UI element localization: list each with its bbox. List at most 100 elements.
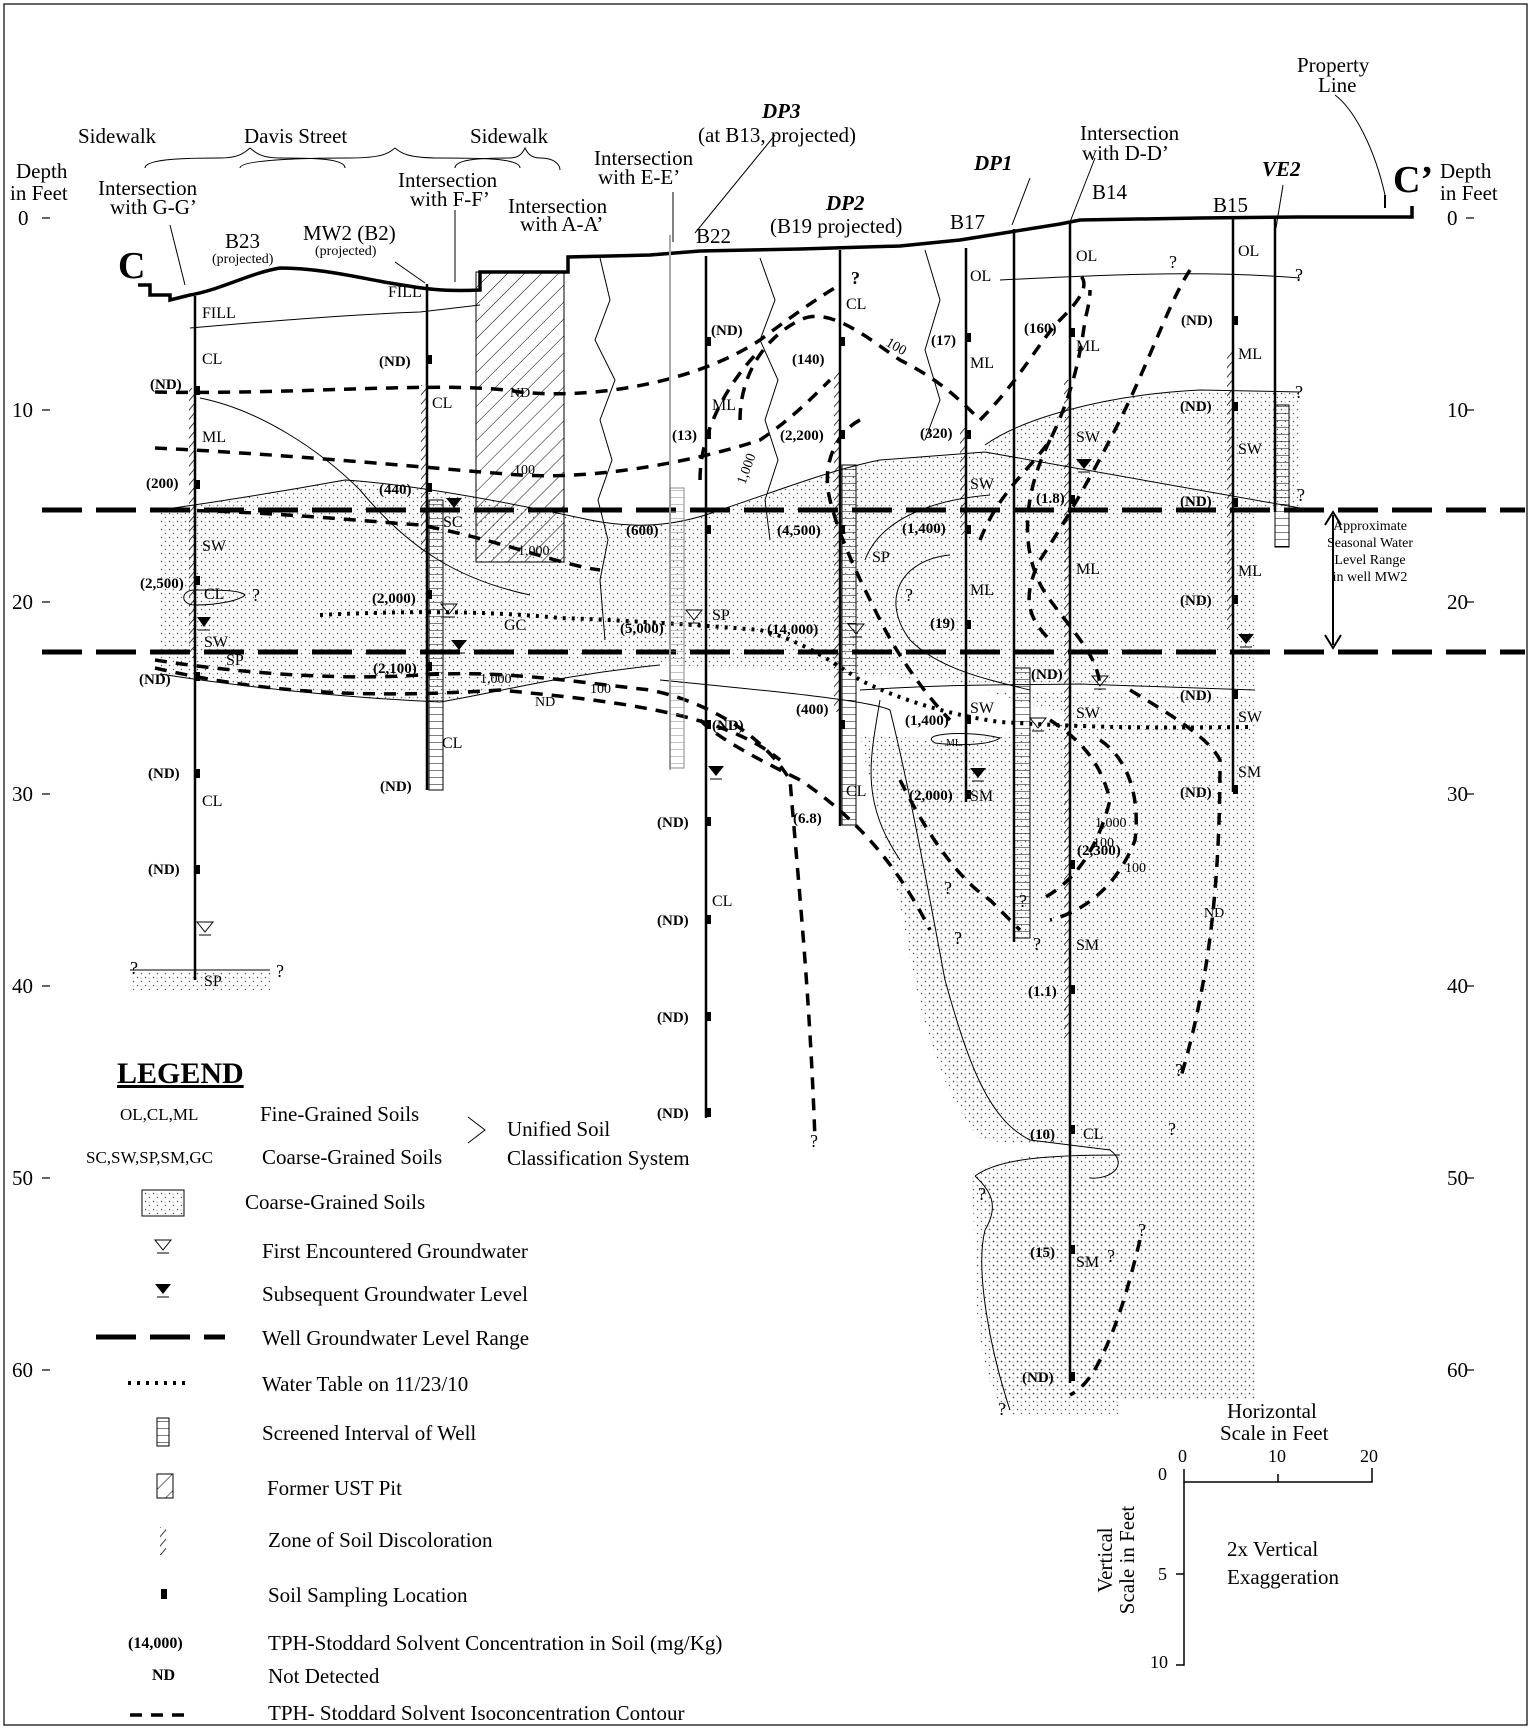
svg-text:(1,400): (1,400) bbox=[905, 713, 949, 729]
svg-text:?: ? bbox=[998, 1399, 1006, 1419]
svg-text:(13): (13) bbox=[672, 428, 697, 444]
svg-text:(ND): (ND) bbox=[657, 1010, 689, 1026]
svg-text:?: ? bbox=[1297, 485, 1305, 505]
svg-text:SW: SW bbox=[970, 700, 995, 717]
svg-text:?: ? bbox=[978, 1184, 986, 1204]
svg-text:(15): (15) bbox=[1030, 1245, 1055, 1261]
legend-text-13: TPH- Stoddard Solvent Isoconcentration C… bbox=[268, 1701, 684, 1725]
svg-text:ML: ML bbox=[1238, 346, 1262, 363]
svg-text:?: ? bbox=[1295, 265, 1303, 285]
svg-text:?: ? bbox=[252, 585, 260, 605]
left-tick-0: 0 bbox=[18, 206, 29, 230]
soil-labels: FILL CL ML SW CL SW SP CL SP FILL CL SC … bbox=[202, 243, 1263, 1271]
svg-text:?: ? bbox=[1168, 1119, 1176, 1139]
int-dd-label-1: Intersection bbox=[1080, 121, 1180, 145]
v-scale-title-2: Scale in Feet bbox=[1115, 1506, 1139, 1615]
right-tick-10: 10 bbox=[1447, 398, 1468, 422]
svg-text:ND: ND bbox=[1204, 906, 1224, 921]
svg-text:(200): (200) bbox=[146, 476, 179, 492]
isoconcentration-contours bbox=[154, 269, 1222, 1397]
legend-text-4: Subsequent Groundwater Level bbox=[262, 1282, 528, 1306]
svg-text:ML: ML bbox=[970, 582, 994, 599]
svg-text:(ND): (ND) bbox=[1180, 688, 1212, 704]
svg-text:SW: SW bbox=[1076, 429, 1101, 446]
svg-text:CL: CL bbox=[442, 735, 462, 752]
top-labels: Sidewalk Davis Street Sidewalk Property … bbox=[78, 53, 1370, 238]
legend-text-2: Coarse-Grained Soils bbox=[245, 1190, 425, 1214]
section-letters: C C’ bbox=[118, 159, 1433, 287]
svg-text:?: ? bbox=[1169, 252, 1177, 272]
svg-text:?: ? bbox=[276, 961, 284, 981]
legend-symbol-12: ND bbox=[152, 1667, 175, 1684]
svg-text:(2,500): (2,500) bbox=[140, 576, 184, 592]
dp2-note: (B19 projected) bbox=[770, 214, 902, 238]
property-line-label-1: Property bbox=[1297, 53, 1370, 77]
svg-text:SP: SP bbox=[712, 607, 730, 624]
frame bbox=[3, 3, 1528, 1726]
v-scale-title-1: Vertical bbox=[1093, 1527, 1117, 1592]
svg-text:?: ? bbox=[1138, 1220, 1146, 1240]
legend-symbol-0: OL,CL,ML bbox=[120, 1105, 198, 1124]
svg-text:(ND): (ND) bbox=[1180, 593, 1212, 609]
boring-b15: B15 bbox=[1213, 193, 1248, 217]
left-depth-title-1: Depth bbox=[16, 159, 68, 183]
boring-names: B23 (projected) MW2 (B2) (projected) B22… bbox=[212, 180, 1248, 267]
left-tick-10: 10 bbox=[12, 398, 33, 422]
concentration-labels: (ND) (200) (2,500) (ND) (ND) (ND) (ND) (… bbox=[139, 313, 1213, 1386]
svg-text:(ND): (ND) bbox=[1181, 313, 1213, 329]
svg-text:(2,200): (2,200) bbox=[780, 428, 824, 444]
svg-text:(600): (600) bbox=[626, 523, 659, 539]
legend-title: LEGEND bbox=[117, 1057, 244, 1090]
svg-text:(6.8): (6.8) bbox=[793, 811, 822, 827]
int-ff-label-1: Intersection bbox=[398, 168, 498, 192]
int-ee-label-1: Intersection bbox=[594, 146, 694, 170]
svg-text:?: ? bbox=[1175, 1060, 1183, 1080]
left-tick-20: 20 bbox=[12, 590, 33, 614]
street-braces bbox=[144, 146, 561, 171]
dp3-note: (at B13, projected) bbox=[698, 123, 856, 147]
svg-text:SP: SP bbox=[872, 549, 890, 566]
int-gg-label-1: Intersection bbox=[98, 176, 198, 200]
ground-surface bbox=[138, 206, 1414, 303]
int-ff-label-2: with F-F’ bbox=[410, 187, 490, 211]
section-start-label: C bbox=[118, 245, 145, 287]
svg-text:10: 10 bbox=[1150, 1652, 1168, 1672]
right-tick-20: 20 bbox=[1447, 590, 1468, 614]
former-ust-pit bbox=[475, 271, 565, 563]
sidewalk-right-label: Sidewalk bbox=[470, 124, 549, 148]
discoloration-zones bbox=[189, 352, 1233, 1040]
scale-labels: Horizontal Scale in Feet 0 10 20 0 5 10 … bbox=[1093, 1399, 1378, 1672]
zigzag-boundaries bbox=[594, 249, 941, 641]
svg-text:SP: SP bbox=[204, 973, 222, 990]
svg-text:(14,000): (14,000) bbox=[767, 622, 818, 638]
left-depth-title-2: in Feet bbox=[10, 181, 68, 205]
svg-text:ML: ML bbox=[946, 738, 961, 749]
left-tick-30: 30 bbox=[12, 782, 33, 806]
exaggeration-1: 2x Vertical bbox=[1227, 1537, 1318, 1561]
svg-text:?: ? bbox=[944, 878, 952, 898]
svg-text:SM: SM bbox=[1238, 764, 1261, 781]
svg-text:OL: OL bbox=[970, 268, 991, 285]
svg-text:(ND): (ND) bbox=[1180, 785, 1212, 801]
svg-text:FILL: FILL bbox=[202, 305, 236, 322]
depth-axes bbox=[42, 217, 1474, 1371]
boring-b23: B23 bbox=[225, 229, 260, 253]
legend-text-3: First Encountered Groundwater bbox=[262, 1239, 528, 1263]
int-aa-label-2: with A-A’ bbox=[520, 212, 603, 236]
int-ee-label-2: with E-E’ bbox=[598, 165, 680, 189]
legend-text-6: Water Table on 11/23/10 bbox=[262, 1372, 468, 1396]
svg-text:(ND): (ND) bbox=[1022, 1370, 1054, 1386]
svg-text:ND: ND bbox=[510, 386, 530, 401]
int-gg-label-2: with G-G’ bbox=[110, 195, 197, 219]
svg-text:100: 100 bbox=[1093, 836, 1114, 851]
svg-text:20: 20 bbox=[1360, 1446, 1378, 1466]
svg-text:1,000: 1,000 bbox=[735, 452, 760, 487]
svg-text:CL: CL bbox=[846, 783, 866, 800]
svg-text:SP: SP bbox=[226, 652, 244, 669]
svg-text:OL: OL bbox=[1076, 248, 1097, 265]
svg-text:?: ? bbox=[1033, 934, 1041, 954]
dp1-label: DP1 bbox=[973, 151, 1013, 175]
svg-text:(2,300): (2,300) bbox=[1077, 843, 1121, 859]
svg-text:ML: ML bbox=[1238, 563, 1262, 580]
